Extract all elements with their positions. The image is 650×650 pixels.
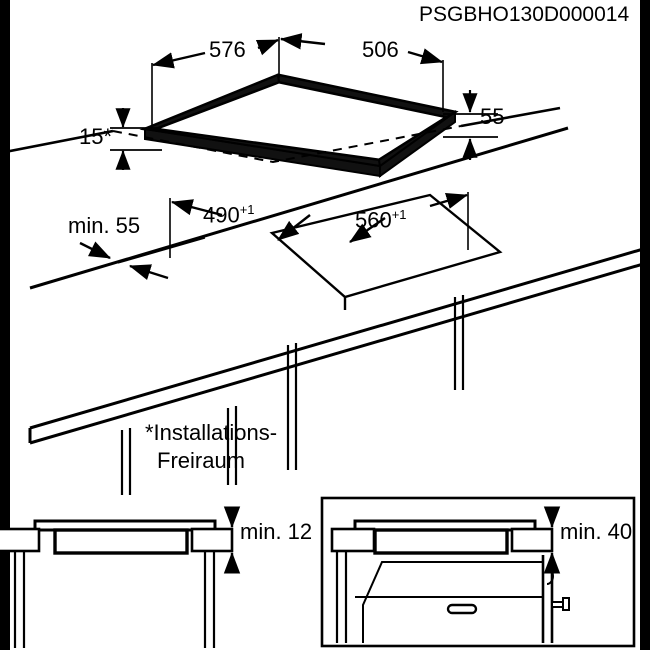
ext-line-min-55: [117, 237, 206, 264]
dimension-label-min-55: min. 55: [68, 213, 141, 238]
detail-view-right: [320, 496, 636, 648]
oven-handle-slot: [446, 603, 478, 615]
dim-line-576-right-seg: [255, 38, 280, 56]
worktop-line-top-left: [0, 129, 114, 155]
worktop-cutout-view: [28, 126, 650, 495]
dim-line-560-to-corner: [349, 217, 386, 243]
oven-body-outline: [362, 561, 544, 643]
hob-cutout-dashed-outline: [112, 125, 462, 164]
leader-min-55-upper: [79, 241, 111, 260]
worktop-rear-edge: [29, 126, 569, 290]
worktop-line-top-right: [460, 106, 561, 128]
dimension-576: [151, 37, 280, 128]
footnote-line-2: Freiraum: [157, 448, 246, 473]
dimension-label-506: 506: [362, 37, 399, 62]
dimension-506: [279, 33, 444, 112]
detail-right-worktop-right: [510, 527, 554, 553]
worktop-front-bottom-edge: [29, 260, 650, 445]
dimension-490-tolerance: +1: [239, 202, 255, 217]
detail-left-worktop-left: [0, 527, 41, 553]
dimension-label-55: 55: [480, 104, 505, 129]
dimension-label-576: 576: [209, 37, 246, 62]
hob-perspective-view: [0, 73, 561, 178]
dimension-label-490: 490+1: [203, 202, 255, 228]
dimension-490-value: 490: [203, 202, 240, 228]
dim-line-506-right-seg: [407, 48, 444, 65]
dimension-560-value: 560: [355, 207, 392, 233]
dimension-label-560: 560+1: [355, 207, 407, 233]
detail-right-clearance-label: min. 40: [560, 519, 633, 544]
detail-left-worktop-right: [190, 527, 234, 553]
drawing-code-label: PSGBHO130D000014: [419, 3, 630, 26]
dim-line-490-to-corner: [277, 214, 311, 241]
footnote-line-1: *Installations-: [145, 420, 278, 445]
dimension-15-star: [110, 108, 162, 170]
oven-screw-head-icon: [562, 597, 570, 611]
dimension-55: [443, 90, 498, 160]
dim-line-506-left-seg: [279, 33, 326, 50]
worktop-front-top-edge: [29, 245, 650, 430]
page-edge-band-right: [640, 0, 650, 650]
detail-left-hob-body: [53, 528, 189, 555]
page-edge-band-left: [0, 0, 10, 650]
dimension-label-15-star: 15*: [79, 124, 113, 149]
dimension-560-tolerance: +1: [391, 207, 407, 222]
dim-line-560-to-right: [429, 192, 469, 209]
dim-line-490-to-left: [170, 199, 223, 217]
detail-right-hob-body: [373, 528, 509, 555]
dim-line-576-left-seg: [151, 51, 206, 69]
detail-view-left: [0, 506, 241, 648]
worktop-cutout-opening: [269, 193, 503, 299]
dimension-560: [349, 192, 469, 250]
detail-right-worktop-left: [330, 527, 376, 553]
leader-min-55-lower: [128, 264, 169, 281]
detail-left-clearance-label: min. 12: [240, 519, 313, 544]
leader-min-55: [79, 237, 206, 281]
